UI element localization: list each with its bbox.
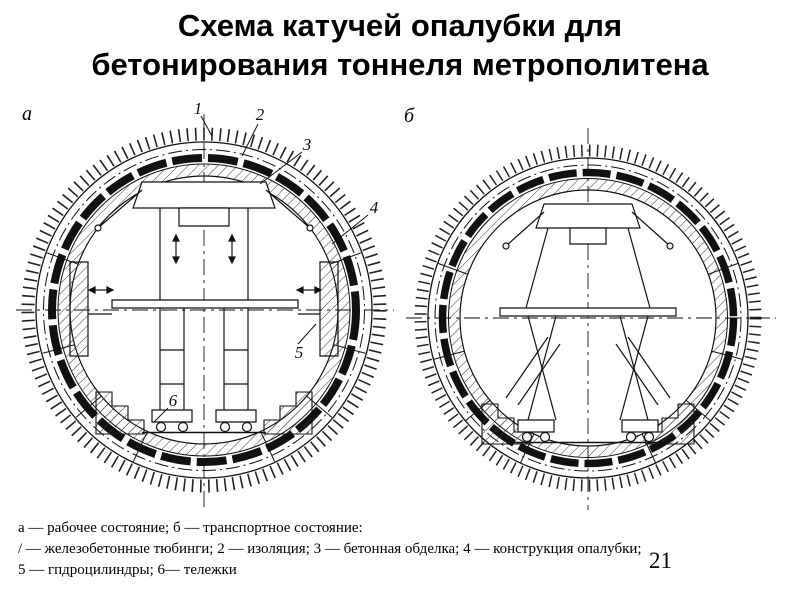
callout-label-6: 6	[169, 391, 178, 410]
wheel	[541, 433, 550, 442]
top-form-slab	[536, 204, 640, 228]
top-form-slab	[133, 182, 275, 208]
side-form-panel-right	[320, 262, 338, 356]
folded-panel-left-2	[518, 344, 560, 405]
callouts: 1 2 3 4 5 6	[154, 99, 379, 422]
caption-line-3: 5 — гпдроцилиндры; 6— тележки	[18, 562, 237, 578]
top-center-box	[179, 208, 229, 226]
wheel	[627, 433, 636, 442]
callout-label-5: 5	[295, 343, 304, 362]
formwork-structure-folded	[500, 204, 676, 420]
diag-brace-left	[526, 228, 548, 308]
wheel	[157, 423, 166, 432]
page-number: 21	[649, 548, 672, 573]
side-strut-right	[632, 212, 670, 246]
side-strut-right	[266, 190, 310, 228]
rock-tick-ring	[28, 134, 380, 486]
trolley-right	[622, 420, 658, 432]
steps-right	[264, 392, 312, 434]
invert-steps	[96, 392, 312, 434]
callout-label-2: 2	[256, 105, 265, 124]
platform-deck	[112, 300, 298, 308]
trolleys	[510, 420, 666, 443]
pivot-left	[503, 243, 509, 249]
pivot-right	[307, 225, 313, 231]
center-axes	[406, 128, 776, 510]
caption-line-2: / — железобетонные тюбинги; 2 — изоляция…	[18, 541, 642, 557]
folded-leg-4	[620, 316, 648, 420]
steps-left	[96, 392, 144, 434]
callout-label-4: 4	[370, 198, 379, 217]
side-strut-left	[98, 190, 142, 228]
folded-leg-2	[528, 316, 556, 420]
trolley-left	[518, 420, 554, 432]
figure-caption: а — рабочее состояние; б — транспортное …	[18, 518, 788, 581]
wheel	[645, 433, 654, 442]
title-line-1: Схема катучей опалубки для	[177, 8, 623, 43]
side-strut-left	[506, 212, 544, 246]
diag-brace-right	[628, 228, 650, 308]
movement-arrows	[89, 235, 321, 293]
title-line-2: бетонирования тоннеля метрополитена	[91, 47, 709, 82]
folded-panel-right-1	[628, 337, 670, 398]
trolleys	[142, 410, 266, 433]
trolley-right	[216, 410, 256, 422]
pivot-left	[95, 225, 101, 231]
wheel	[221, 423, 230, 432]
callout-label-1: 1	[194, 99, 203, 118]
callout-label-3: 3	[302, 135, 312, 154]
diagram-b-label: б	[404, 105, 415, 127]
diagram-a-label: а	[22, 103, 32, 125]
top-center-box	[570, 228, 606, 244]
side-form-panel-left	[70, 262, 88, 356]
formwork-structure	[70, 182, 338, 410]
pivot-right	[667, 243, 673, 249]
folded-panel-left-1	[506, 337, 548, 398]
platform-deck	[500, 308, 676, 316]
slide-title: Схема катучей опалубки для бетонирования…	[0, 6, 800, 84]
invert-steps	[482, 404, 694, 444]
caption-line-1: а — рабочее состояние; б — транспортное …	[18, 520, 363, 536]
folded-panel-right-2	[616, 344, 658, 405]
wheel	[179, 423, 188, 432]
diagram-a: 1 2 3 4 5 6	[8, 99, 400, 518]
wheel	[243, 423, 252, 432]
diagram-b	[398, 112, 788, 524]
trolley-left	[152, 410, 192, 422]
wheel	[523, 433, 532, 442]
